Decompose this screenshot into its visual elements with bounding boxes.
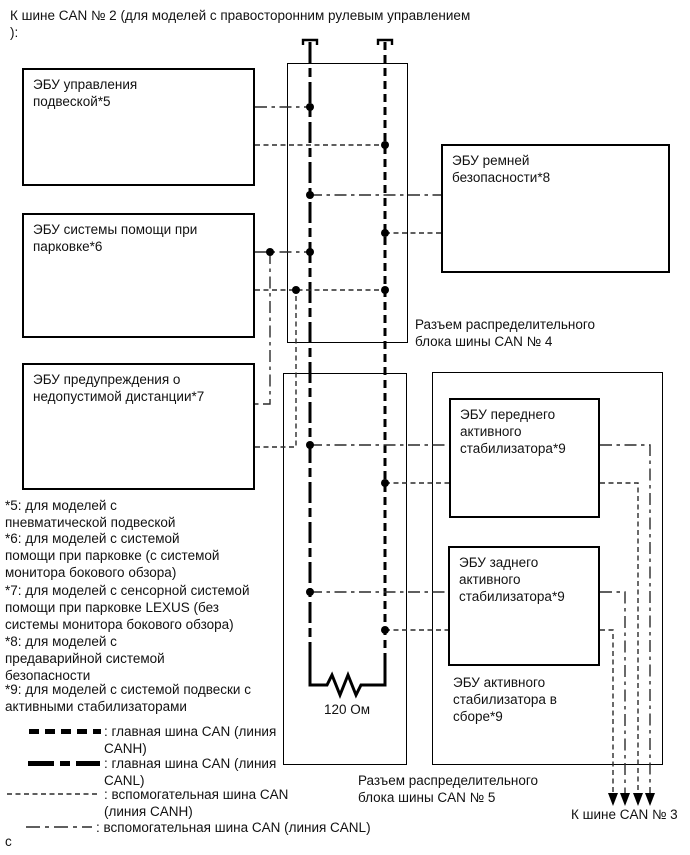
page-letter: с [5,834,12,849]
footnote-7: *7: для моделей с сенсорной системой пом… [5,583,250,632]
resistor-120ohm [308,660,387,700]
ecu-box-front-stabilizer: ЭБУ переднего активного стабилизатора*9 [449,398,600,518]
wire-distance-canl [255,252,271,405]
junction-dot [381,141,389,149]
junction-dot [381,479,389,487]
wire-rear-stab-canl-out [600,591,626,793]
junction-dot [381,626,389,634]
ecu-box-distance-warning: ЭБУ предупреждения о недопустимой дистан… [22,363,255,490]
wire-distance-canh [255,290,297,448]
footnote-9: *9: для моделей с системой подвески с ак… [5,682,251,714]
junction-dot [306,103,314,111]
junction-dot [292,286,300,294]
junction-dot [306,441,314,449]
caption-can5: Разъем распределительного блока шины CAN… [358,773,539,805]
legend-sample-main-canl [28,761,100,766]
can3-arrow-4 [645,793,655,806]
ecu-label-suspension: ЭБУ управления подвеской*5 [33,77,138,109]
legend-label-aux-canl: : вспомогательная шина CAN (линия CANL) [96,820,371,835]
footnote-6: *6: для моделей с системой помощи при па… [5,531,220,580]
resistor-value-label: 120 Ом [323,702,371,717]
wire-front-stab-canh-out [600,482,639,793]
legend-label-main-canl: : главная шина CAN (линия CANL) [104,756,277,788]
footnote-8: *8: для моделей с предаварийной системой… [5,634,165,683]
footnote-5: *5: для моделей с пневматической подвеск… [5,498,176,530]
legend-sample-main-canh [29,729,101,734]
wire-rear-stab-canh-out [600,629,614,793]
legend-sample-aux-canl [26,826,92,828]
ecu-label-front-stabilizer: ЭБУ переднего активного стабилизатора*9 [460,407,566,456]
junction-dot [306,248,314,256]
canl-top-terminator [301,38,319,45]
caption-to-can3: К шине CAN № 3 [571,807,678,822]
junction-dot [381,286,389,294]
canh-top-terminator [376,38,394,45]
junction-dot [381,229,389,237]
caption-can4: Разъем распределительного блока шины CAN… [415,317,596,349]
can3-arrow-1 [608,793,618,806]
ecu-label-seatbelt: ЭБУ ремней безопасности*8 [452,153,551,185]
ecu-label-parking-assist: ЭБУ системы помощи при парковке*6 [33,222,198,254]
legend-label-main-canh: : главная шина CAN (линия CANH) [104,724,277,756]
stab-assembly-label: ЭБУ активного стабилизатора в сборе*9 [453,675,557,724]
ecu-box-parking-assist: ЭБУ системы помощи при парковке*6 [22,213,255,338]
junction-dot [266,248,274,256]
ecu-label-rear-stabilizer: ЭБУ заднего активного стабилизатора*9 [459,555,565,604]
legend-sample-aux-canh [7,793,100,795]
ecu-label-distance-warning: ЭБУ предупреждения о недопустимой дистан… [33,372,205,404]
legend-label-aux-canh: : вспомогательная шина CAN (линия CANH) [104,787,289,819]
ecu-box-rear-stabilizer: ЭБУ заднего активного стабилизатора*9 [448,546,600,666]
ecu-box-suspension: ЭБУ управления подвеской*5 [22,68,255,186]
junction-dot [306,191,314,199]
ecu-box-seatbelt: ЭБУ ремней безопасности*8 [441,144,670,273]
can3-arrow-2 [620,793,630,806]
junction-dot [306,588,314,596]
can3-arrow-3 [633,793,643,806]
wire-front-stab-canl-out [600,444,651,793]
diagram-title: К шине CAN № 2 (для моделей с правосторо… [10,8,471,40]
